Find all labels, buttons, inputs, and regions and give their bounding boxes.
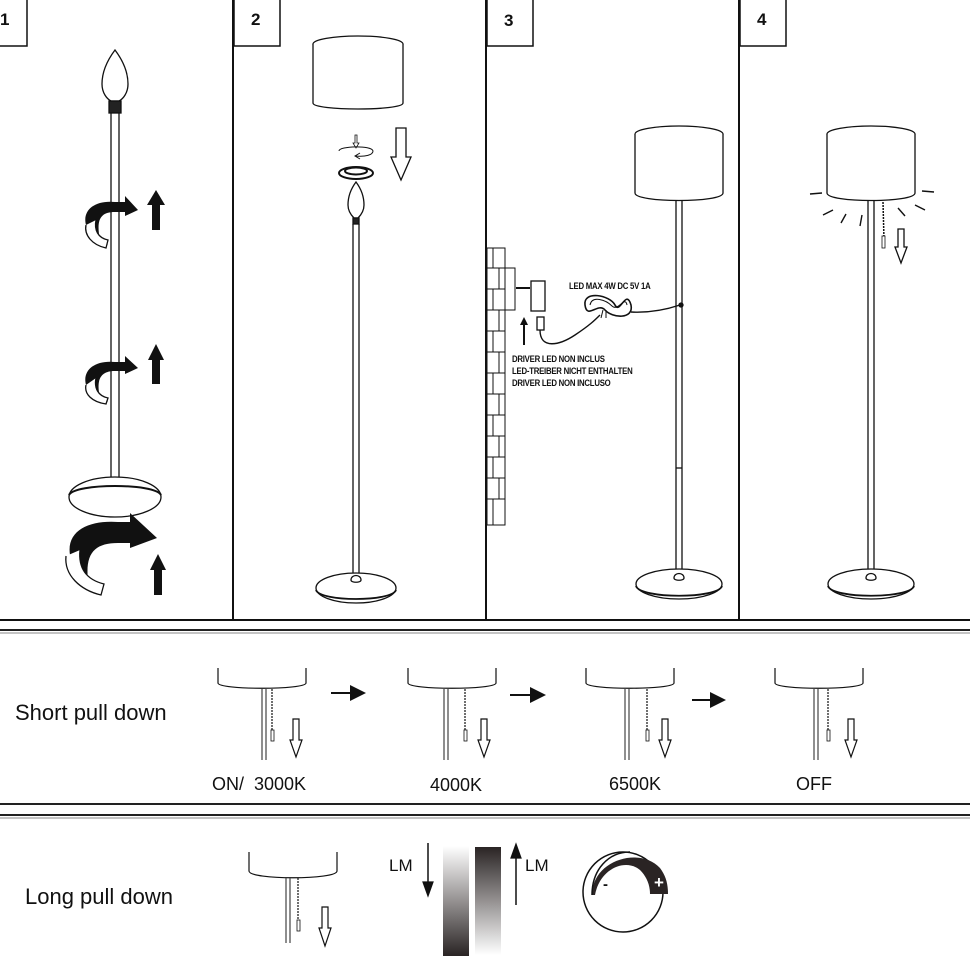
driver-note-fr: DRIVER LED NON INCLUS: [512, 354, 605, 365]
light-rays-icon: [809, 190, 935, 227]
panel-3-illustration: [486, 125, 724, 600]
state-label-6500k: 6500K: [609, 774, 662, 794]
bulb-socket: [108, 100, 122, 114]
down-arrow-icon: [658, 718, 672, 759]
section-separator-2: [0, 803, 970, 819]
panel-1-illustration: [65, 48, 166, 596]
lampshade: [634, 125, 724, 202]
coiled-cable: [584, 294, 632, 319]
step-number-4: 4: [757, 10, 767, 29]
down-arrow-icon: [844, 718, 858, 759]
lampshade: [312, 35, 404, 110]
rotate-indicator-icon: [338, 146, 374, 157]
step-number-boxes: [0, 0, 787, 47]
down-arrow-icon: [894, 228, 908, 265]
state-label-4000k: 4000K: [430, 775, 483, 795]
lamp-long-pull: [248, 852, 338, 948]
brick-wall: [486, 247, 516, 526]
bulb-icon: [347, 180, 365, 219]
up-arrow-icon: [147, 190, 165, 230]
down-arrow-icon: [318, 906, 332, 948]
power-adapter-icon: [516, 280, 546, 331]
state-label-on-3000k: ON/ 3000K: [212, 774, 307, 794]
section-separator-1: [0, 629, 970, 634]
long-pull-sequence: [248, 842, 668, 956]
panel-dividers: [0, 0, 970, 621]
brighten-arrow-icon: [510, 842, 522, 905]
driver-note-it: DRIVER LED NON INCLUSO: [512, 378, 611, 389]
up-arrow-icon: [520, 317, 528, 345]
short-pull-sequence: [217, 668, 864, 760]
short-pull-title: Short pull down: [15, 700, 167, 725]
led-rating-label: LED MAX 4W DC 5V 1A: [569, 281, 651, 292]
brightness-dial-icon: [582, 851, 668, 933]
lamp-base: [635, 568, 723, 600]
step-number-1: 1: [0, 10, 10, 29]
lamp-state-off: [774, 668, 864, 760]
dial-minus-label: -: [603, 876, 608, 893]
small-down-arrow-icon: [352, 134, 360, 149]
dimming-gradient-bar: [443, 846, 469, 956]
rotate-arrow-icon: [65, 513, 157, 596]
lamp-state-6500k: [585, 668, 675, 760]
lamp-state-on-3000k: [217, 668, 307, 760]
lamp-base: [827, 568, 915, 600]
lamp-base: [68, 476, 162, 518]
down-arrow-icon: [289, 718, 303, 759]
long-pull-title: Long pull down: [25, 884, 174, 909]
step-number-2: 2: [251, 10, 261, 29]
bright-lumen-label: LM: [525, 856, 549, 875]
pull-cord: [881, 201, 886, 249]
step-number-3: 3: [504, 11, 514, 30]
lamp-base: [315, 572, 397, 604]
lampshade: [826, 125, 916, 202]
panel-2-illustration: [312, 35, 412, 604]
dial-plus-label: +: [654, 873, 664, 892]
panel-4-illustration: [809, 125, 935, 600]
rotate-arrow-icon: [85, 196, 138, 249]
usb-cable: [539, 314, 601, 345]
lamp-state-4000k: [407, 668, 497, 760]
down-arrow-icon: [390, 127, 412, 182]
state-label-off: OFF: [796, 774, 832, 794]
up-arrow-icon: [148, 344, 164, 384]
bulb-icon: [101, 48, 129, 102]
up-arrow-icon: [150, 554, 166, 595]
brightening-gradient-bar: [475, 847, 501, 955]
driver-note-de: LED-TREIBER NICHT ENTHALTEN: [512, 366, 633, 377]
down-arrow-icon: [477, 718, 491, 759]
rotate-arrow-icon: [85, 356, 138, 405]
shade-ring: [338, 166, 374, 180]
dim-lumen-label: LM: [389, 856, 413, 875]
dim-arrow-icon: [422, 843, 434, 898]
